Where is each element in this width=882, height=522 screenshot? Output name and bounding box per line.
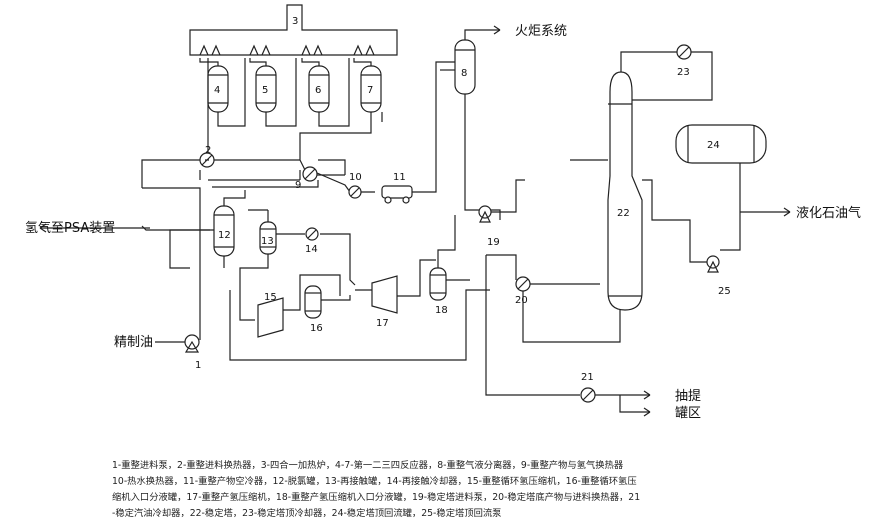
knockout-drum-18 xyxy=(429,215,470,301)
feed-loop xyxy=(141,61,460,340)
hydrogen-psa-label: 氢气至PSA装置 xyxy=(25,220,115,236)
num-17: 17 xyxy=(376,318,389,329)
product-outlet-lines xyxy=(595,394,650,413)
pump-19 xyxy=(478,179,525,223)
lpg-arrow xyxy=(783,207,791,217)
bottom-return-line xyxy=(229,289,490,361)
legend-line: 10-热水换热器，11-重整产物空冷器，12-脱氯罐，13-再接触罐，14-再接… xyxy=(112,476,637,487)
num-21: 21 xyxy=(581,372,594,383)
reactor-piping xyxy=(199,58,383,171)
compressor-15 xyxy=(257,274,341,338)
process-flow-diagram: 1 2 3 4 5 6 7 8 9 10 11 12 13 14 15 16 1… xyxy=(25,4,861,421)
recontact-tank-13 xyxy=(239,209,356,321)
product-arrows xyxy=(643,390,651,417)
stabilizer-column-22 xyxy=(570,51,713,311)
knockout-drum-16 xyxy=(304,285,351,319)
flare-label: 火炬系统 xyxy=(515,24,567,39)
num-9: 9 xyxy=(295,180,301,191)
num-8: 8 xyxy=(461,68,467,79)
num-20: 20 xyxy=(515,295,528,306)
num-7: 7 xyxy=(367,85,373,96)
num-15: 15 xyxy=(264,292,277,303)
air-cooler-11 xyxy=(381,185,413,204)
legend-line: 1-重整进料泵，2-重整进料换热器，3-四合一加热炉，4-7-第一二三四反应器，… xyxy=(112,460,624,471)
dechlorination-tank-12 xyxy=(141,190,246,269)
separator-8 xyxy=(440,25,501,220)
num-14: 14 xyxy=(305,244,318,255)
pump-25 xyxy=(642,179,720,273)
legend-line: -稳定汽油冷却器，22-稳定塔，23-稳定塔顶冷却器，24-稳定塔顶回流罐，25… xyxy=(112,508,502,519)
num-18: 18 xyxy=(435,305,448,316)
num-19: 19 xyxy=(487,237,500,248)
legend-line: 缩机入口分液罐，17-重整产氢压缩机，18-重整产氢压缩机入口分液罐，19-稳定… xyxy=(112,492,641,503)
num-1: 1 xyxy=(195,360,201,371)
num-24: 24 xyxy=(707,140,720,151)
num-13: 13 xyxy=(261,236,274,247)
num-2: 2 xyxy=(205,145,211,156)
num-10: 10 xyxy=(349,172,362,183)
tank-area-label: 罐区 xyxy=(675,406,701,421)
num-5: 5 xyxy=(262,85,268,96)
furnace-3 xyxy=(189,4,398,56)
reactor-6 xyxy=(308,65,330,113)
num-11: 11 xyxy=(393,172,406,183)
num-6: 6 xyxy=(315,85,321,96)
num-4: 4 xyxy=(214,85,220,96)
num-23: 23 xyxy=(677,67,690,78)
stabilizer-bottom-line xyxy=(485,255,580,396)
num-16: 16 xyxy=(310,323,323,334)
num-25: 25 xyxy=(718,286,731,297)
compressor-17 xyxy=(355,259,436,314)
refined-oil-label: 精制油 xyxy=(114,335,153,350)
lpg-label: 液化石油气 xyxy=(796,205,861,221)
furnace-burners xyxy=(199,44,375,56)
num-3: 3 xyxy=(292,16,298,27)
pump-1 xyxy=(155,334,200,353)
num-12: 12 xyxy=(218,230,231,241)
equipment-legend: 1-重整进料泵，2-重整进料换热器，3-四合一加热炉，4-7-第一二三四反应器，… xyxy=(112,458,792,522)
equipment-numbers: 1 2 3 4 5 6 7 8 9 10 11 12 13 14 15 16 1… xyxy=(195,16,731,383)
reflux-drum-24 xyxy=(675,124,790,251)
reactor-7 xyxy=(360,65,382,113)
exchanger-20-piping xyxy=(486,254,621,343)
num-22: 22 xyxy=(617,208,630,219)
extract-label: 抽提 xyxy=(675,388,701,404)
hydrogen-arrow xyxy=(39,223,47,233)
